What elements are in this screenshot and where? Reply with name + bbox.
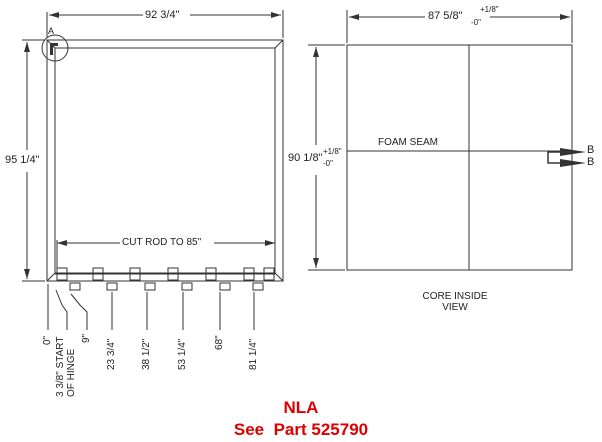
caption-line-1: CORE INSIDE (422, 291, 488, 302)
section-b-label-1: B (587, 144, 595, 156)
hinges (56, 267, 275, 291)
section-arrows (560, 148, 586, 167)
core-inside-view-caption: CORE INSIDE VIEW (405, 291, 505, 313)
hinge-pos-23: 23 3/4" (106, 338, 117, 370)
height-tol-plus: +1/8" (323, 147, 342, 156)
caption-line-2: VIEW (442, 302, 468, 313)
width-dim-left: 92 3/4" (145, 9, 180, 21)
hinge-pos-start-2: OF HINGE (66, 348, 77, 397)
width-tol-minus: -0" (471, 18, 481, 27)
height-dim-left: 95 1/4" (5, 154, 40, 166)
cut-rod-label: CUT ROD TO 85" (122, 237, 202, 248)
height-dim-right: 90 1/8" (288, 152, 323, 164)
hinge-pos-start: 3 3/8" START (55, 336, 66, 397)
core-panel (346, 44, 573, 271)
hinge-pos-81: 81 1/4" (248, 338, 259, 370)
hinge-pos-53: 53 1/4" (177, 338, 188, 370)
detail-a-circle (41, 34, 69, 62)
width-tol-plus: +1/8" (480, 5, 499, 14)
detail-a-hinge-icon (50, 43, 58, 55)
hinge-pos-38: 38 1/2" (141, 338, 152, 370)
door-inner-frame (54, 47, 276, 274)
door-outer-frame (46, 39, 284, 282)
section-b-label-2: B (587, 156, 595, 168)
nla-notice: NLA (283, 398, 319, 417)
hinge-pos-0: 0" (42, 335, 53, 345)
hinge-pos-9: 9" (81, 333, 92, 343)
height-tol-minus: -0" (323, 159, 333, 168)
hinge-pos-68: 68" (214, 335, 225, 350)
detail-a-label: A (48, 26, 55, 36)
replacement-part-notice: See Part 525790 (233, 420, 369, 439)
width-dim-right: 87 5/8" (428, 10, 463, 22)
foam-seam-label: FOAM SEAM (378, 137, 439, 148)
